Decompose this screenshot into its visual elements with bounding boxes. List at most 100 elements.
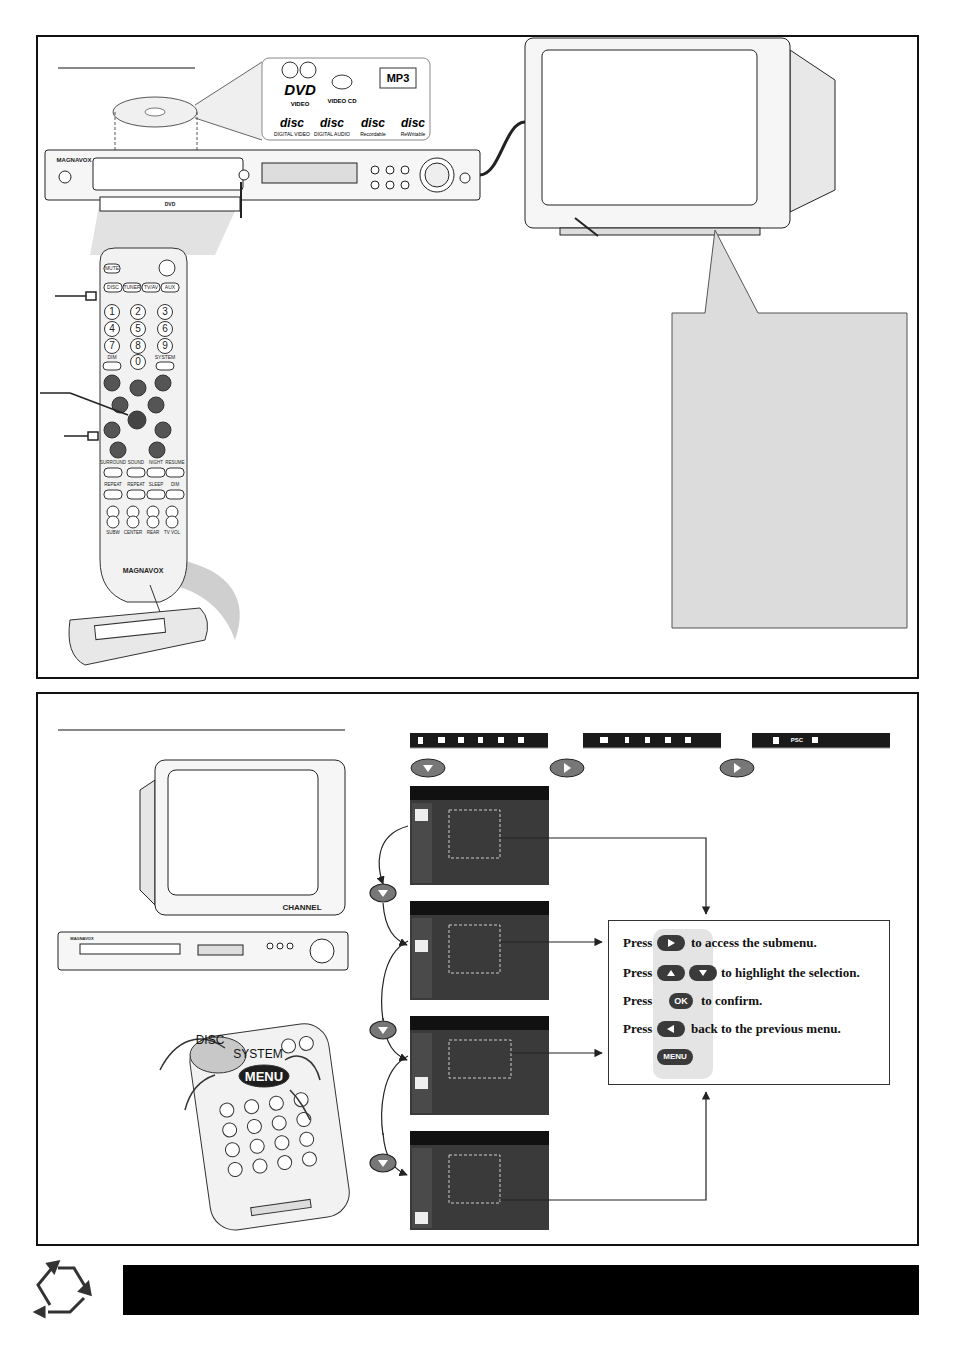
dvd-player-part [240, 182, 242, 218]
remote-in-hand-part [285, 1056, 320, 1080]
menu-icon-label: PSC [791, 737, 803, 743]
key-buttons-part [720, 759, 754, 777]
button-label: REPEAT [104, 483, 122, 488]
remote-in-hand-part [185, 1075, 215, 1110]
menu-screens-part-part [412, 1033, 432, 1113]
menu-screens-part [410, 1016, 549, 1115]
button-label: MENU [245, 1070, 283, 1083]
remote-top-part [127, 490, 145, 499]
menu-bars-part [418, 737, 818, 744]
remote-in-hand-part-part [268, 1095, 284, 1111]
number-key: 9 [162, 341, 168, 351]
remote-in-hand-part-part [225, 1142, 241, 1158]
button-label: SURROUND [100, 461, 126, 466]
player-small [58, 932, 348, 970]
instruction-text: back to the previous menu. [691, 1021, 841, 1037]
remote-in-hand-part [239, 1065, 289, 1087]
dvd-player-part [100, 197, 240, 211]
key-arrow-shape [668, 939, 675, 947]
remote-top-part [127, 516, 139, 528]
remote-top-part [158, 305, 173, 320]
format-logo: VIDEO [291, 101, 310, 107]
remote-top-part [104, 422, 120, 438]
remote-top-part [147, 516, 159, 528]
tv-set-part [525, 38, 790, 228]
pointer-marks-part [55, 295, 90, 297]
menu-bars-part [410, 748, 548, 749]
format-logo: DVD [284, 82, 316, 97]
key-icon [657, 1021, 685, 1037]
remote-top-part [100, 248, 187, 602]
menu-bars-part [583, 733, 721, 748]
format-logo: DIGITAL VIDEO [274, 132, 310, 137]
footer-bar [123, 1265, 919, 1315]
menu-screens-part-part [449, 1155, 500, 1203]
menu-screens-part-part [410, 786, 549, 800]
player-small-part [198, 945, 243, 955]
remote-top-part [130, 380, 146, 396]
button-label: DISC [107, 285, 119, 290]
tv-set-part [575, 218, 598, 236]
menu-screens-part [410, 786, 549, 885]
instruction-text: to confirm. [701, 993, 762, 1009]
button-label: DIM [171, 483, 179, 488]
battery-compartment [69, 585, 208, 665]
button-label: TV VOL [164, 531, 180, 536]
format-logo-box-part [262, 58, 430, 140]
step-arrows-part [379, 826, 408, 884]
format-logo: MP3 [387, 73, 410, 84]
key-buttons-part [411, 759, 445, 777]
button-label: MUTE [105, 266, 119, 271]
beam-shading-part [195, 62, 262, 140]
remote-top-part [131, 305, 146, 320]
menu-bars-part-part [438, 737, 445, 743]
remote-top-part [158, 339, 173, 354]
dvd-player-part [401, 166, 409, 174]
remote-top-part [105, 305, 120, 320]
panel-frames [37, 36, 918, 1245]
remote-top-part [147, 490, 165, 499]
button-label: DIM [107, 355, 116, 360]
remote-in-hand-part-part [187, 1021, 353, 1234]
panel-frames-part [37, 693, 918, 1245]
menu-bars-part-part [773, 737, 779, 744]
number-key: 5 [135, 324, 141, 334]
step-arrows-part [382, 941, 408, 1020]
remote-top-part [166, 516, 178, 528]
remote-top-part [166, 468, 184, 477]
menu-bars-part-part [518, 737, 524, 743]
remote-in-hand-part-part [249, 1138, 265, 1154]
beam-shading [90, 62, 262, 255]
key-arrow [657, 935, 685, 951]
player-small-part [58, 932, 348, 970]
menu-screens-part-part [410, 901, 549, 915]
remote-top-part [131, 355, 146, 370]
instruction-text: Press [623, 993, 652, 1009]
dvd-player-part [386, 166, 394, 174]
remote-top-part [149, 442, 165, 458]
menu-screens-part-part [412, 1148, 432, 1228]
tv-small [140, 760, 345, 915]
key-buttons-part [550, 759, 584, 777]
remote-in-hand-part-part [277, 1155, 293, 1171]
leader-arrows-part [500, 1092, 706, 1200]
key-arrow [657, 1021, 685, 1037]
menu-bars-part-part [498, 737, 504, 743]
dvd-player-part [371, 166, 379, 174]
remote-in-hand-part-part [271, 1115, 287, 1131]
format-logo: disc [280, 117, 304, 129]
remote-in-hand-part-part [281, 1038, 297, 1054]
remote-in-hand-part-part [246, 1119, 262, 1135]
dvd-player-part [59, 171, 71, 183]
button-label: SUBW [106, 531, 120, 536]
instruction-text: to access the submenu. [691, 935, 817, 951]
menu-bars-part-part [812, 737, 818, 743]
recycle-symbol-part [80, 1283, 90, 1294]
step-arrows-part [383, 903, 407, 945]
button-label: AUX [165, 285, 175, 290]
dvd-player-part [425, 163, 449, 187]
number-key: 3 [162, 307, 168, 317]
key-arrow [689, 965, 717, 981]
dvd-player-part [262, 163, 357, 183]
